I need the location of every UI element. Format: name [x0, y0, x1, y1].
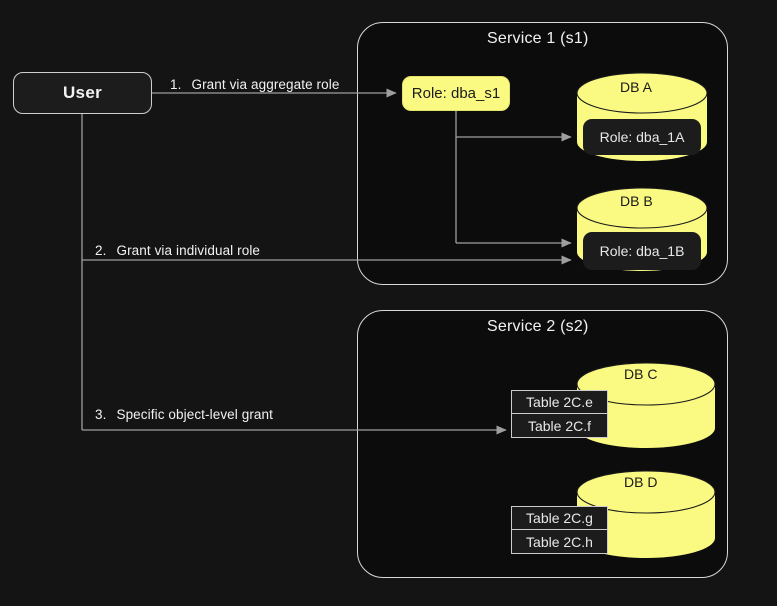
flow-index-2: 2.: [95, 243, 107, 258]
table-2ch[interactable]: Table 2C.h: [511, 529, 608, 554]
db-cylinder-d: [576, 470, 716, 558]
table-label-2cg: Table 2C.g: [526, 510, 593, 526]
user-node[interactable]: User: [13, 72, 152, 114]
db-role-label-b: Role: dba_1B: [599, 243, 685, 259]
table-2cf[interactable]: Table 2C.f: [511, 413, 608, 438]
aggregate-role-dba-s1[interactable]: Role: dba_s1: [402, 76, 510, 111]
db-title-c: DB C: [624, 366, 658, 382]
flow-text-1: Grant via aggregate role: [191, 77, 340, 92]
table-label-2cf: Table 2C.f: [527, 417, 592, 434]
db-role-dba-1b[interactable]: Role: dba_1B: [583, 232, 701, 270]
db-title-a: DB A: [620, 79, 652, 95]
flow-text-2: Grant via individual role: [116, 243, 261, 258]
db-role-label-a: Role: dba_1A: [599, 129, 685, 145]
db-title-d: DB D: [624, 474, 658, 490]
table-2ce[interactable]: Table 2C.e: [511, 390, 608, 414]
flow-label-1: 1. Grant via aggregate role: [170, 77, 339, 92]
service-title-s1: Service 1 (s1): [487, 30, 589, 47]
flow-index-1: 1.: [170, 77, 182, 92]
table-label-2ch: Table 2C.h: [526, 533, 593, 550]
db-title-b: DB B: [620, 193, 653, 209]
flow-label-2: 2. Grant via individual role: [95, 243, 260, 258]
flow-text-3: Specific object-level grant: [116, 407, 273, 422]
flow-label-3: 3. Specific object-level grant: [95, 407, 273, 422]
aggregate-role-label: Role: dba_s1: [411, 85, 501, 102]
db-role-dba-1a[interactable]: Role: dba_1A: [583, 119, 701, 155]
table-2cg[interactable]: Table 2C.g: [511, 506, 608, 530]
flow-index-3: 3.: [95, 407, 107, 422]
user-label: User: [62, 83, 102, 102]
db-cylinder-c: [576, 362, 716, 448]
service-title-s2: Service 2 (s2): [487, 318, 589, 335]
table-label-2ce: Table 2C.e: [526, 394, 593, 410]
